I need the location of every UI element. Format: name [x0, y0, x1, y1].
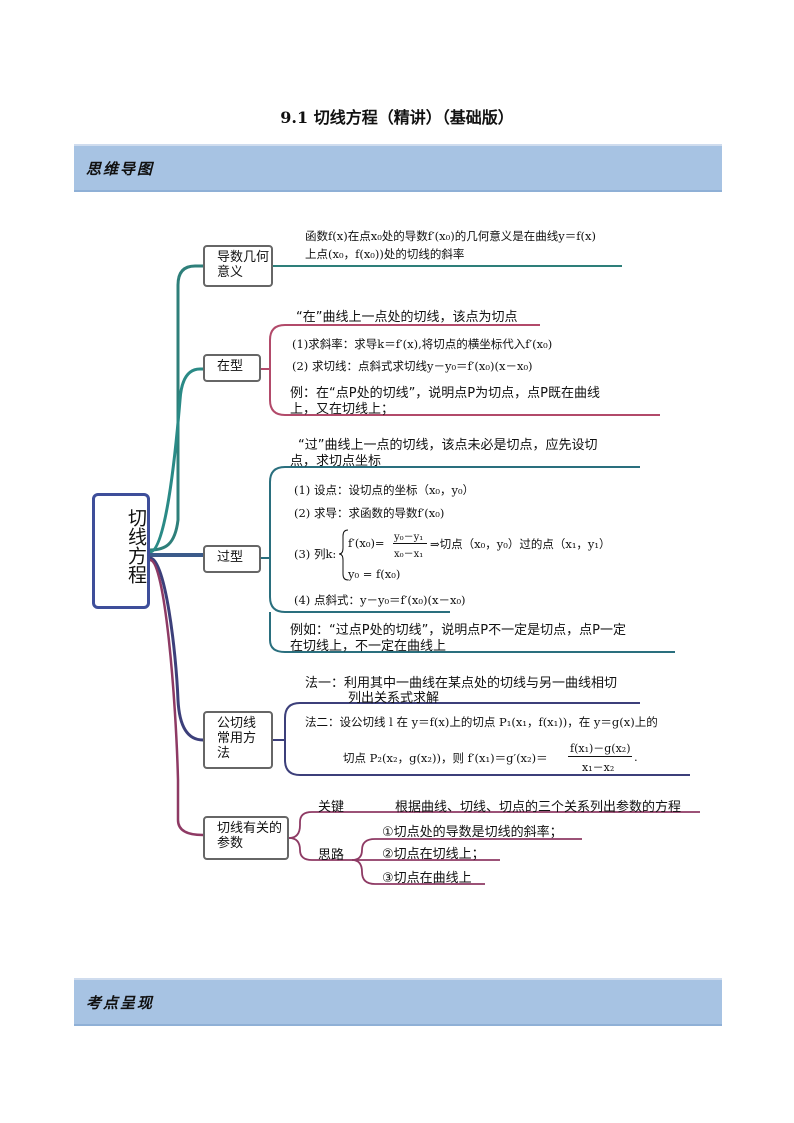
- b5-idea-item1: ①切点处的导数是切线的斜率；: [382, 825, 563, 840]
- b2-example-line1: 例：在“点P处的切线”，说明点P为切点，点P既在曲线: [290, 386, 600, 401]
- b3-step3-label: (3) 列k:: [294, 547, 337, 561]
- branch-label: 切线有关的参数: [217, 821, 283, 851]
- b3-step4: (4) 点斜式：y－y₀＝f′(x₀)(x－x₀): [294, 593, 466, 607]
- b3-step3-denominator: x₀－x₁: [394, 549, 424, 560]
- b5-idea-label: 思路: [318, 848, 345, 863]
- section-banner-exam-points: 考点呈现: [74, 978, 722, 1026]
- b4-period: .: [634, 750, 638, 764]
- b2-step1: (1)求斜率：求导k＝f′(x),将切点的横坐标代入f′(x₀): [292, 337, 553, 351]
- b1-text-line1: 函数f(x)在点x₀处的导数f′(x₀)的几何意义是在曲线y＝f(x): [305, 229, 596, 243]
- b3-example-line1: 例如：“过点P处的切线”，说明点P不一定是切点，点P一定: [290, 623, 626, 638]
- root-node: 切线方程: [92, 493, 150, 609]
- b2-step2: (2) 求切线：点斜式求切线y－y₀＝f′(x₀)(x－x₀): [292, 359, 533, 373]
- b3-step1: (1) 设点：设切点的坐标（x₀，y₀）: [294, 483, 475, 497]
- b2-example-line2: 上，又在切线上；: [290, 402, 395, 417]
- section-banner-mindmap: 思维导图: [74, 144, 722, 192]
- b3-example-line2: 在切线上，不一定在曲线上: [290, 639, 447, 654]
- b2-heading: “在”曲线上一点处的切线，该点为切点: [296, 310, 518, 325]
- page-title: 9.1 切线方程（精讲）（基础版）: [280, 108, 514, 127]
- b3-step3-eq-right: ⇒切点（x₀，y₀）过的点（x₁，y₁）: [430, 537, 611, 551]
- b4-method1-line2: 列出关系式求解: [348, 691, 440, 706]
- b4-fraction-denominator: x₁－x₂: [582, 761, 615, 774]
- b3-step3-numerator: y₀－y₁: [394, 532, 424, 543]
- branch-node-geometric-meaning: 导数几何意义: [203, 245, 273, 287]
- fraction-bar: [568, 756, 632, 757]
- branch-node-parameters: 切线有关的参数: [203, 816, 289, 860]
- b4-fraction-numerator: f(x₁)－g(x₂): [570, 742, 631, 755]
- b3-heading-line1: “过”曲线上一点的切线，该点未必是切点，应先设切: [298, 438, 598, 453]
- b5-idea-item3: ③切点在曲线上: [382, 871, 472, 886]
- b4-method2-line1: 法二：设公切线 l 在 y＝f(x)上的切点 P₁(x₁，f(x₁))，在 y＝…: [305, 715, 658, 729]
- root-label: 切线方程: [125, 508, 147, 584]
- branch-label: 导数几何意义: [217, 250, 270, 280]
- b3-heading-line2: 点，求切点坐标: [290, 454, 382, 469]
- fraction-bar: [393, 543, 427, 544]
- b4-method1-line1: 法一：利用其中一曲线在某点处的切线与另一曲线相切: [305, 676, 618, 691]
- section-title: 思维导图: [86, 160, 155, 178]
- b3-step3-eq-left: f′(x₀)=: [348, 536, 385, 550]
- b3-step3-eq2: y₀ = f(x₀): [348, 567, 401, 581]
- branch-node-through-type: 过型: [203, 545, 261, 573]
- b1-text-line2: 上点(x₀，f(x₀))处的切线的斜率: [305, 247, 465, 261]
- branch-label: 公切线常用方法: [217, 716, 257, 761]
- branch-node-common-tangent: 公切线常用方法: [203, 711, 273, 769]
- b3-step2: (2) 求导：求函数的导数f′(x₀): [294, 506, 445, 520]
- branch-label: 过型: [217, 550, 244, 565]
- section-title: 考点呈现: [86, 994, 155, 1012]
- b4-method2-line2: 切点 P₂(x₂，g(x₂))，则 f′(x₁)＝g′(x₂)＝: [343, 751, 548, 765]
- b5-key-label: 关键: [318, 800, 345, 815]
- branch-node-at-type: 在型: [203, 354, 261, 382]
- b5-idea-item2: ②切点在切线上；: [382, 847, 485, 862]
- branch-label: 在型: [217, 359, 244, 374]
- b5-key-text: 根据曲线、切线、切点的三个关系列出参数的方程: [395, 800, 682, 815]
